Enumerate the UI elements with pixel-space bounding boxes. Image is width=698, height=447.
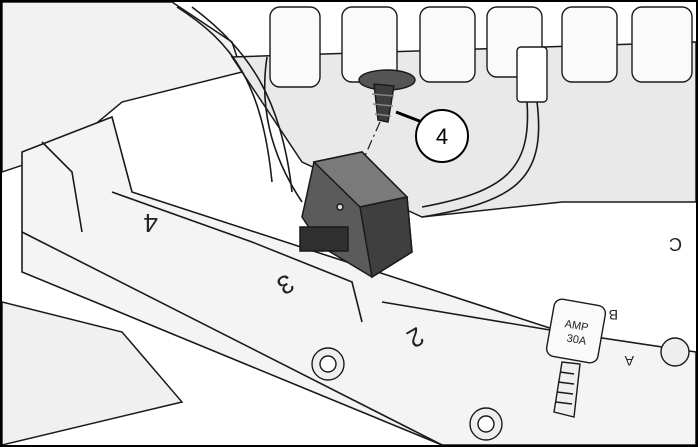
wire-harness xyxy=(176,6,540,218)
relay-module xyxy=(299,151,413,279)
bracket-bolts xyxy=(311,337,690,441)
callout-bubble xyxy=(415,109,469,163)
side-c-label: C xyxy=(669,234,682,254)
mounting-bracket xyxy=(21,115,696,445)
side-a-label: A xyxy=(624,353,634,369)
installation-axis-line xyxy=(321,121,381,253)
callout-number: 4 xyxy=(436,124,448,149)
callout-leader-line xyxy=(395,110,423,124)
fuse-rating-line-1: AMP xyxy=(564,318,590,334)
side-b-label: B xyxy=(609,307,618,323)
bracket-slot-4-label: 4 xyxy=(144,208,158,238)
fuse-rating-line-2: 30A xyxy=(566,332,588,347)
fuse-holder xyxy=(545,298,607,418)
push-pin-fastener xyxy=(358,69,416,123)
